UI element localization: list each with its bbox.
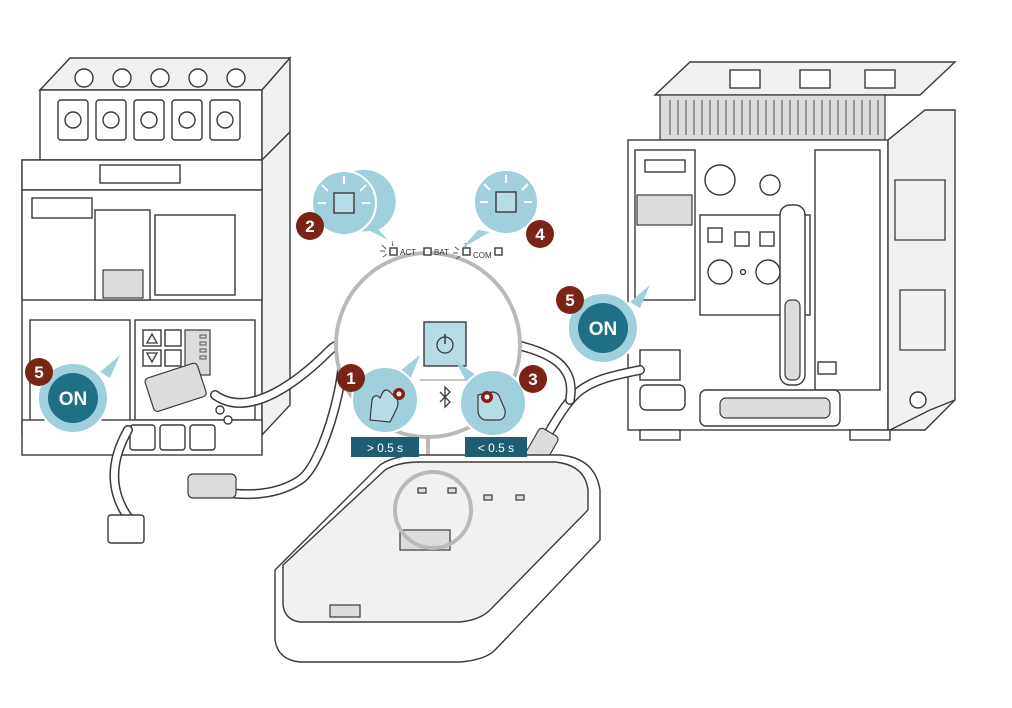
svg-text:5: 5 (34, 363, 43, 382)
right-breaker (627, 61, 957, 441)
on-badge-left: ON (37, 355, 120, 434)
cooling-fins (659, 69, 896, 141)
power-icon (436, 334, 454, 354)
callout-act-led (311, 167, 398, 244)
long-press-label-bg (351, 437, 419, 457)
terminal-screws-top (57, 68, 246, 141)
callout-com-led (462, 169, 539, 248)
short-press-label-bg (465, 437, 527, 457)
on-label-left: ON (59, 389, 88, 410)
step-marker-5-left: 5 (25, 358, 53, 386)
svg-text:5: 5 (565, 291, 574, 310)
callout-long-press: > 0.5 s (351, 355, 420, 457)
led-label-bat: BAT (434, 248, 449, 257)
svg-text:1: 1 (346, 369, 355, 388)
on-label-right: ON (589, 319, 618, 340)
callout-short-press: < 0.5 s (455, 360, 527, 457)
communication-device (274, 454, 601, 663)
long-press-label: > 0.5 s (367, 441, 403, 455)
on-badge-right: ON (567, 285, 650, 364)
hand-pointer-icon (369, 388, 405, 423)
left-breaker (21, 56, 292, 544)
step-marker-4: 4 (526, 220, 554, 248)
step-marker-3: 3 (519, 365, 547, 393)
svg-text:4: 4 (535, 225, 545, 244)
led-label-act: ACT (400, 248, 416, 257)
led-row: ACT BAT COM (380, 240, 503, 260)
svg-text:3: 3 (528, 370, 537, 389)
step-marker-5-right: 5 (556, 286, 584, 314)
svg-text:2: 2 (305, 217, 314, 236)
short-press-label: < 0.5 s (478, 441, 514, 455)
step-marker-2: 2 (296, 212, 324, 240)
led-label-com: COM (473, 251, 492, 260)
bluetooth-icon (439, 385, 451, 409)
step-marker-1: 1 (337, 364, 365, 392)
hand-pointer-icon-2 (477, 391, 506, 421)
